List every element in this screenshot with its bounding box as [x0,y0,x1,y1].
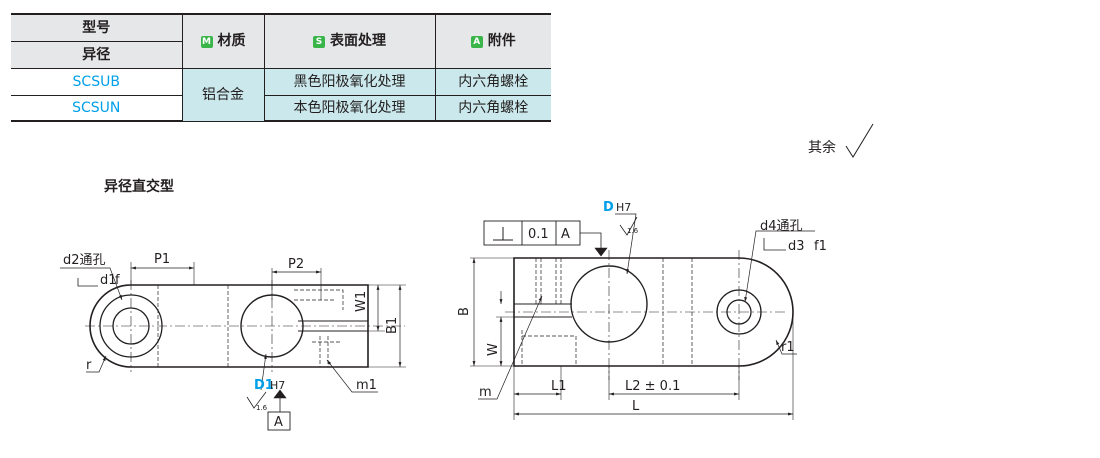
label-d2: d2通孔 [63,253,106,268]
row-accessory-1: 内六角螺栓 [434,67,551,96]
label-m: m [479,385,492,400]
label-l1: L1 [551,379,567,394]
label-d4: d4通孔 [760,219,803,234]
label-b1: B1 [385,317,400,334]
roughness-note: 其余 [808,140,836,156]
label-f1: f1 [814,239,827,254]
label-rough-left: 1.6 [256,404,268,412]
header-diff: 异径 [11,40,183,69]
label-b: B [457,307,472,316]
roughness-symbol-icon [845,123,874,158]
section-title: 异径直交型 [104,179,174,195]
row-surface-1: 黑色阳极氧化处理 [263,67,436,96]
label-w: W [486,343,501,356]
header-model: 型号 [11,13,183,42]
label-f: f [115,273,120,288]
label-d1-bore: D1 [254,378,274,393]
label-d1: d1 [100,273,117,288]
label-l2: L2 ± 0.1 [625,379,680,394]
label-l: L [632,399,640,414]
label-w1: W1 [354,291,369,312]
row-surface-2: 本色阳极氧化处理 [263,94,436,122]
header-material-label: 材质 [217,33,246,50]
label-perp-tol: 0.1 [528,227,549,242]
label-d1-tol: H7 [270,379,285,392]
label-datum-a: A [274,415,283,430]
right-view [470,213,815,420]
header-surface-label: 表面处理 [330,33,386,50]
label-p2: P2 [288,257,304,272]
label-p1: P1 [154,252,170,267]
header-accessory-label: 附件 [487,33,516,50]
right-view-labels: 0.1 A D H7 1.6 d4通孔 d3 f1 B W m L1 L2 ± … [457,200,827,414]
label-r: r [86,358,92,373]
left-view-labels: d2通孔 d1 f P1 P2 W1 B1 r m1 D1 H7 1.6 A [63,252,400,430]
header-accessory: A 附件 [434,13,551,69]
label-m1: m1 [356,378,377,393]
label-d-bore: D [603,200,614,215]
label-r1: r1 [781,340,795,355]
accessory-badge: A [470,36,483,49]
material-badge: M [200,36,213,49]
left-body-outline [89,284,369,368]
label-d-tol: H7 [616,201,631,214]
row-code-2: SCSUN [11,94,183,122]
label-d3: d3 [788,239,805,254]
material-value: 铝合金 [181,67,265,122]
label-rough-right: 1.6 [627,227,639,235]
label-perp-datum: A [561,227,570,242]
surface-badge: S [313,36,325,49]
header-surface: S 表面处理 [263,13,436,69]
left-view [60,262,406,431]
row-accessory-2: 内六角螺栓 [434,94,551,122]
